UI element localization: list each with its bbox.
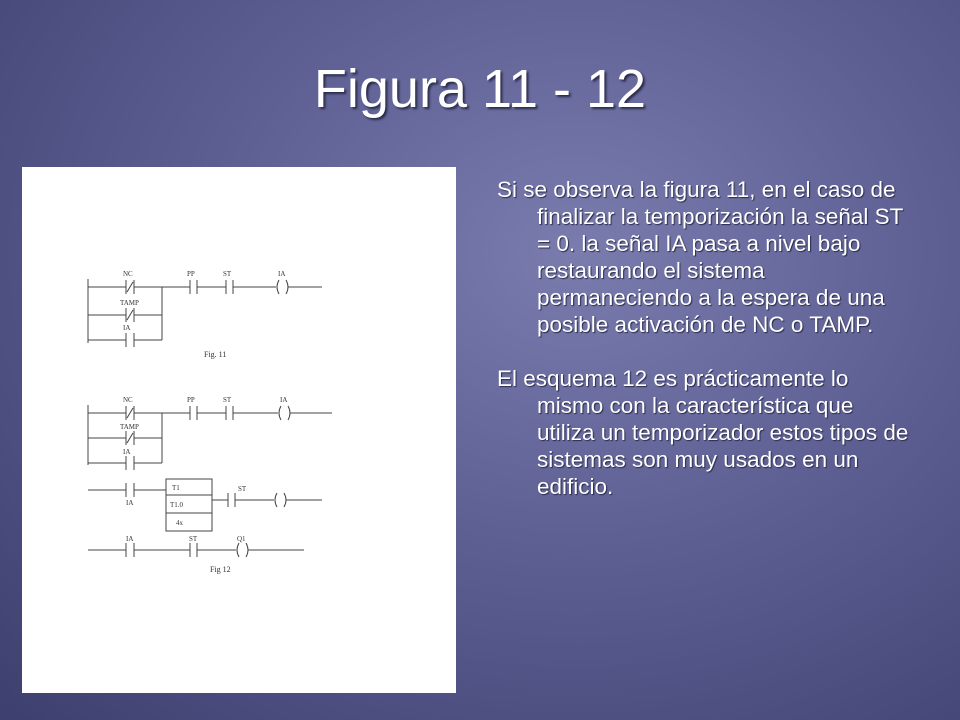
fig12-st-coil-label: ST <box>238 485 247 493</box>
fig12-pp-label: PP <box>187 396 195 404</box>
fig11-ia-label: IA <box>123 324 130 332</box>
fig12-timer-preset: 4x <box>176 519 184 527</box>
fig12-ia-label: IA <box>123 448 130 456</box>
fig12-ia-last-label: IA <box>126 535 133 543</box>
fig12-timer-name: T1 <box>172 484 180 492</box>
slide-title: Figura 11 - 12 <box>313 59 647 119</box>
fig12-ia-coil-label: IA <box>280 396 287 404</box>
fig11-caption: Fig. 11 <box>204 350 226 359</box>
fig11-ia-coil-label: IA <box>278 270 285 278</box>
ladder-diagram-figure: NC PP ST IA TAMP IA Fig. 11 <box>22 167 456 693</box>
body-text: Si se observa la figura 11, en el caso d… <box>497 176 912 527</box>
fig12-st-last-label: ST <box>189 535 198 543</box>
fig12-nc-label: NC <box>123 396 133 404</box>
fig12-st-coil <box>274 492 278 508</box>
fig12-tamp-label: TAMP <box>120 423 139 431</box>
fig12-ia-timer-label: IA <box>126 499 133 507</box>
fig12-q1-label: Q1 <box>237 535 246 543</box>
paragraph-figure-12: El esquema 12 es prácticamente lo mismo … <box>497 366 909 499</box>
fig12-st-label: ST <box>223 396 232 404</box>
fig11-nc-label: NC <box>123 270 133 278</box>
fig12-timer-input: T1.0 <box>170 501 184 509</box>
fig11-pp-label: PP <box>187 270 195 278</box>
fig12-q1-coil <box>236 542 240 558</box>
fig12-timer-block <box>165 478 213 532</box>
fig12-diagram <box>87 405 332 558</box>
fig11-tamp-label: TAMP <box>120 299 139 307</box>
fig11-st-label: ST <box>223 270 232 278</box>
ladder-diagram-svg: NC PP ST IA TAMP IA Fig. 11 <box>87 270 332 574</box>
fig12-labels: NC PP ST IA TAMP IA IA T1 T1.0 4x ST IA … <box>120 396 287 574</box>
paragraph-figure-11: Si se observa la figura 11, en el caso d… <box>497 177 904 337</box>
fig12-ia-coil <box>278 405 282 421</box>
fig12-caption: Fig 12 <box>210 565 231 574</box>
fig11-ia-coil <box>276 279 280 295</box>
fig11-labels: NC PP ST IA TAMP IA Fig. 11 <box>120 270 285 359</box>
fig11-diagram <box>87 279 322 347</box>
